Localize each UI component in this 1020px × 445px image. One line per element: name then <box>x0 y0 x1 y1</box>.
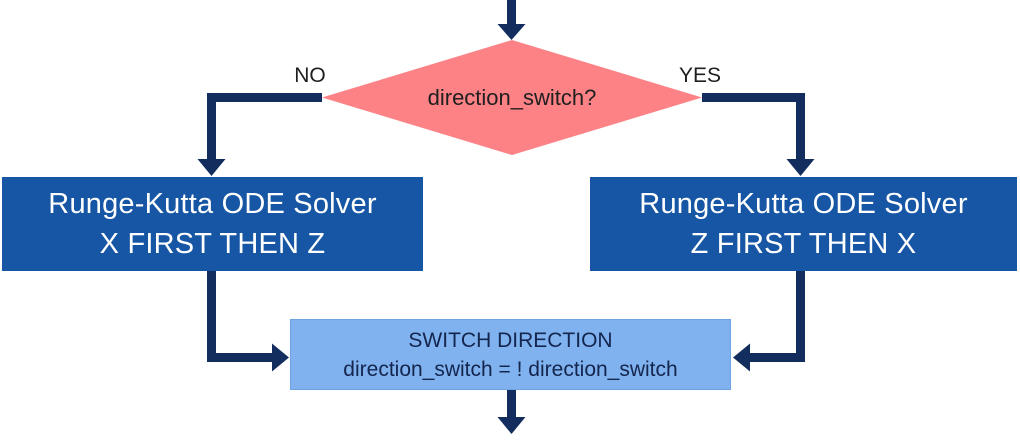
exit-arrowhead-icon <box>497 417 526 434</box>
yes-branch-arrowhead-icon <box>786 159 815 176</box>
solver-box-x-first: Runge-Kutta ODE Solver X FIRST THEN Z <box>2 177 423 271</box>
solver-box-z-first-line2: Z FIRST THEN X <box>690 228 917 260</box>
decision-diamond <box>322 40 702 155</box>
solver-box-x-first-line1: Runge-Kutta ODE Solver <box>48 188 377 220</box>
solver-box-z-first: Runge-Kutta ODE Solver Z FIRST THEN X <box>590 177 1017 271</box>
left-to-switch-line <box>207 271 274 362</box>
solver-box-x-first-line2: X FIRST THEN Z <box>99 228 326 260</box>
branch-label-yes: YES <box>678 64 722 87</box>
left-to-switch-arrowhead-icon <box>272 343 289 372</box>
decision-label: direction_switch? <box>427 85 597 110</box>
right-to-switch-line <box>748 271 805 362</box>
switch-direction-expression: direction_switch = ! direction_switch <box>343 357 678 381</box>
branch-label-no: NO <box>294 64 326 87</box>
entry-arrowhead-icon <box>497 24 526 40</box>
right-to-switch-arrowhead-icon <box>733 343 750 372</box>
no-branch-arrowhead-icon <box>197 159 226 176</box>
switch-direction-box: SWITCH DIRECTION direction_switch = ! di… <box>290 319 731 390</box>
no-branch-line <box>207 93 322 161</box>
yes-branch-line <box>702 93 805 161</box>
solver-box-z-first-line1: Runge-Kutta ODE Solver <box>639 188 968 220</box>
switch-direction-title: SWITCH DIRECTION <box>408 328 613 352</box>
